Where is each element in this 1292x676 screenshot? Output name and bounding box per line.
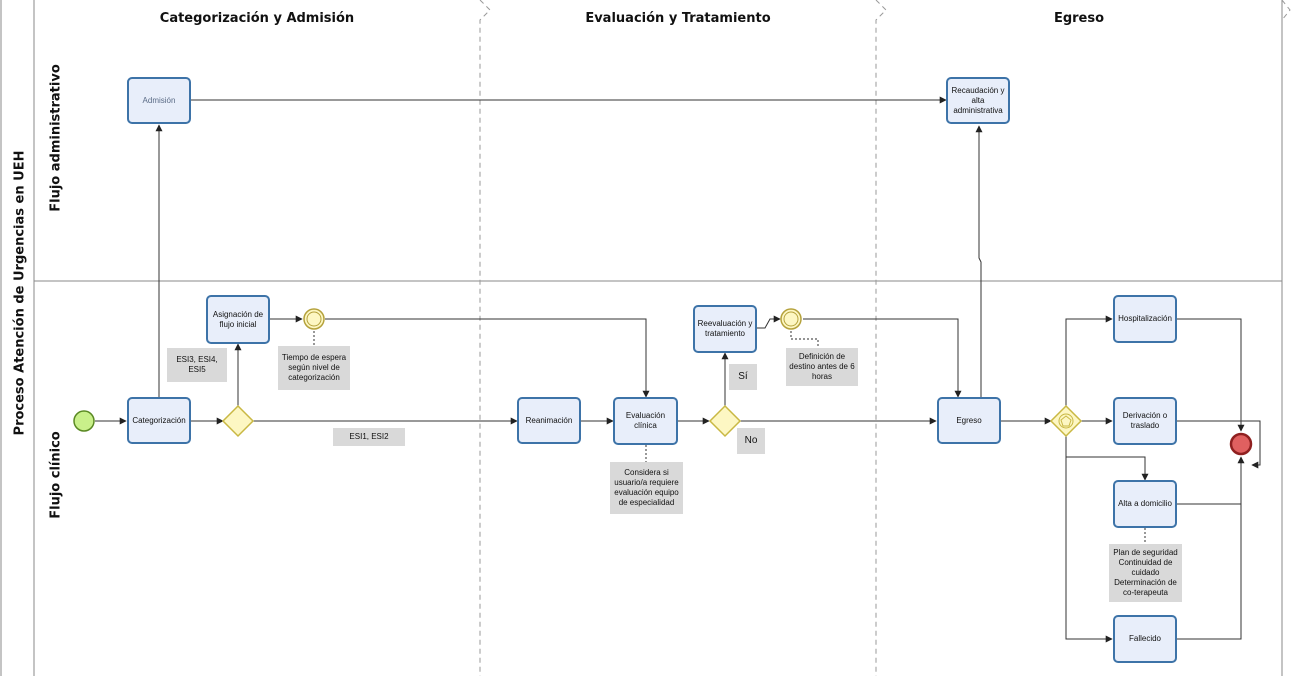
gateway-event-based[interactable] <box>1049 404 1083 438</box>
note-definicion-destino: Definición de destino antes de 6 horas <box>786 348 858 386</box>
flow-reevaluacion-event <box>757 315 781 329</box>
task-reanimacion[interactable]: Reanimación <box>517 397 581 444</box>
flow-alta-end <box>1177 456 1245 505</box>
phase-separators <box>479 0 1291 676</box>
lane-clinical-label: Flujo clínico <box>48 431 64 519</box>
note-tiempo-espera: Tiempo de espera según nivel de categori… <box>278 346 350 390</box>
flow-event-evaluacion <box>325 318 650 398</box>
task-alta-domicilio[interactable]: Alta a domicilio <box>1113 480 1177 528</box>
gateway-reevaluar[interactable] <box>708 404 742 438</box>
task-admision[interactable]: Admisión <box>127 77 191 124</box>
task-asignacion[interactable]: Asignación de flujo inicial <box>206 295 270 344</box>
note-esi345: ESI3, ESI4, ESI5 <box>167 348 227 382</box>
pool-title: Proceso Atención de Urgencias en UEH <box>12 150 28 436</box>
association-lines <box>313 331 1146 544</box>
task-evaluacion[interactable]: Evaluación clínica <box>613 397 678 445</box>
task-egreso[interactable]: Egreso <box>937 397 1001 444</box>
flow-derivacion-end <box>1177 420 1261 469</box>
flow-hospitalizacion-end <box>1177 318 1245 432</box>
sequence-flows <box>95 96 1261 643</box>
task-recaudacion[interactable]: Recaudación y alta administrativa <box>946 77 1010 124</box>
task-derivacion[interactable]: Derivación o traslado <box>1113 397 1177 445</box>
task-categorizacion[interactable]: Categorización <box>127 397 191 444</box>
flow-gateway-alta <box>1065 436 1149 481</box>
note-considera: Considera si usuario/a requiere evaluaci… <box>610 462 683 514</box>
lane-admin-label: Flujo administrativo <box>48 64 64 212</box>
flow-gateway-fallecido <box>1065 457 1113 643</box>
end-event[interactable] <box>1229 432 1253 456</box>
flow-fallecido-end <box>1177 504 1242 640</box>
flow-event-egreso <box>803 318 962 398</box>
start-event[interactable] <box>73 410 95 432</box>
gateway-esi[interactable] <box>221 404 255 438</box>
phase-header-evaluacion: Evaluación y Tratamiento <box>585 11 771 26</box>
flow-egreso-recaudacion <box>975 125 983 397</box>
phase-header-egreso: Egreso <box>1053 11 1105 26</box>
intermediate-event-1[interactable] <box>303 308 325 330</box>
intermediate-event-2[interactable] <box>780 308 802 330</box>
task-reevaluacion[interactable]: Reevaluación y tratamiento <box>693 305 757 353</box>
task-hospitalizacion[interactable]: Hospitalización <box>1113 295 1177 343</box>
note-plan-seguridad: Plan de seguridad Continuidad de cuidado… <box>1109 544 1182 602</box>
note-no: No <box>737 428 765 454</box>
flow-gateway-hospitalizacion <box>1065 315 1113 406</box>
phase-header-categorizacion: Categorización y Admisión <box>159 11 355 26</box>
note-esi12: ESI1, ESI2 <box>333 428 405 446</box>
note-si: Sí <box>729 364 757 390</box>
task-fallecido[interactable]: Fallecido <box>1113 615 1177 663</box>
